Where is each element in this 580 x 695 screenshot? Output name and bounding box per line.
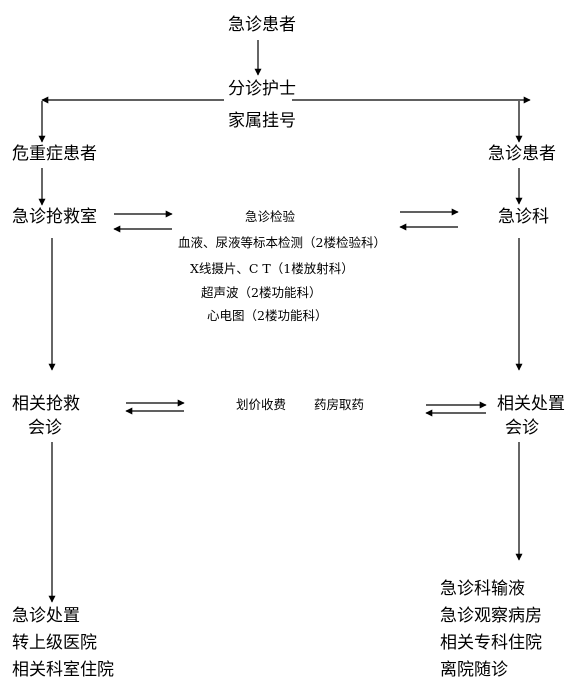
left-outcome-department-admission: 相关科室住院 — [12, 660, 114, 680]
node-emergency-dept: 急诊科 — [498, 207, 549, 227]
node-top-patient: 急诊患者 — [228, 15, 296, 35]
node-er-patient: 急诊患者 — [488, 144, 556, 164]
exam-item-xray-ct: X线摄片、C T（1楼放射科） — [190, 261, 354, 276]
node-related-treatment: 相关处置 — [497, 394, 565, 414]
right-outcome-specialty-admission: 相关专科住院 — [440, 633, 542, 653]
right-outcome-infusion: 急诊科输液 — [440, 579, 525, 599]
pharmacy-label: 药房取药 — [314, 397, 364, 412]
node-critical-patient: 危重症患者 — [12, 144, 97, 164]
node-rescue-room: 急诊抢救室 — [12, 207, 97, 227]
exam-item-ecg: 心电图（2楼功能科） — [207, 308, 327, 323]
exam-title: 急诊检验 — [245, 209, 296, 224]
node-consult-left: 会诊 — [28, 418, 62, 438]
right-outcome-observation-ward: 急诊观察病房 — [440, 606, 542, 626]
exam-item-ultrasound: 超声波（2楼功能科） — [201, 285, 321, 300]
billing-label: 划价收费 — [236, 397, 286, 412]
exam-item-lab: 血液、尿液等标本检测（2楼检验科） — [178, 235, 386, 250]
connector-lines — [38, 40, 531, 603]
node-family-register: 家属挂号 — [228, 111, 296, 131]
node-consult-right: 会诊 — [505, 418, 539, 438]
left-outcome-emergency-treatment: 急诊处置 — [12, 606, 80, 626]
node-triage-nurse: 分诊护士 — [228, 79, 296, 99]
node-related-rescue: 相关抢救 — [12, 394, 80, 414]
right-outcome-discharge-followup: 离院随诊 — [440, 660, 508, 680]
left-outcome-transfer-hospital: 转上级医院 — [12, 633, 97, 653]
